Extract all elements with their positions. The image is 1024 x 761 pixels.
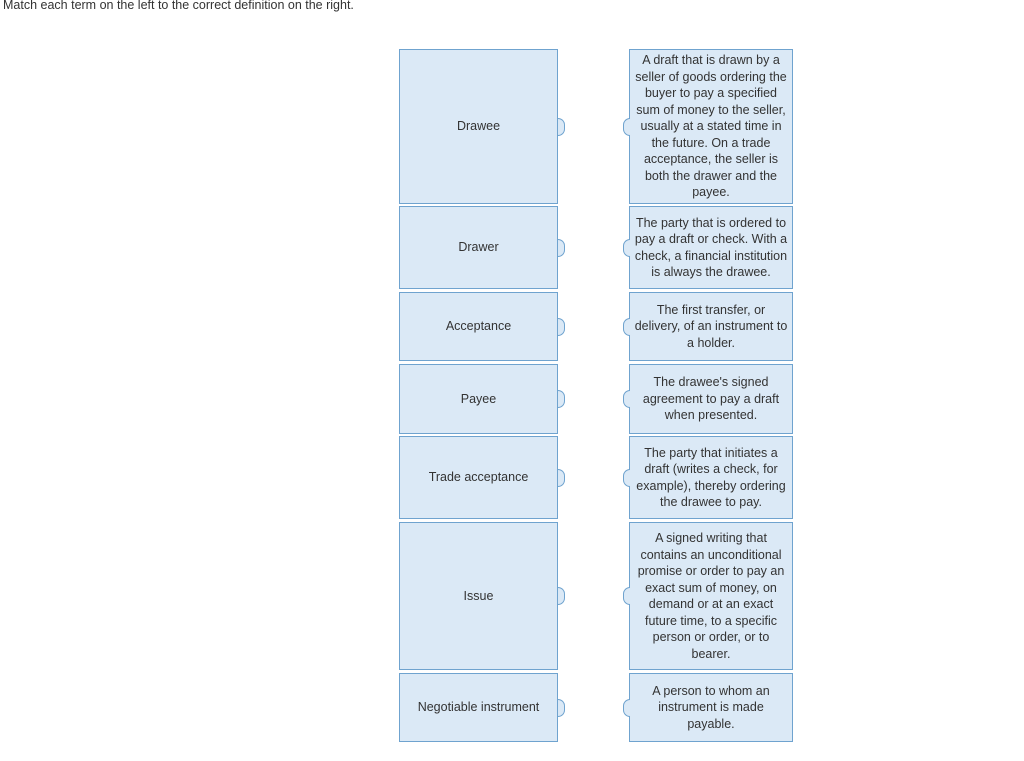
connector-notch [623, 317, 630, 336]
definition-card[interactable]: A draft that is drawn by a seller of goo… [623, 49, 793, 204]
term-label: Payee [460, 391, 497, 406]
term-label: Acceptance [445, 319, 512, 334]
connector-notch [623, 117, 630, 136]
connector-notch [623, 698, 630, 717]
term-label: Negotiable instrument [417, 700, 540, 715]
connector-notch [623, 468, 630, 487]
definition-text: A signed writing that contains an uncond… [637, 531, 785, 661]
definition-text: The party that is ordered to pay a draft… [634, 215, 788, 280]
connector-tab [558, 238, 565, 257]
definition-card[interactable]: A person to whom an instrument is made p… [623, 673, 793, 742]
definition-text: The first transfer, or delivery, of an i… [634, 302, 788, 350]
term-label: Trade acceptance [428, 470, 529, 485]
term-card[interactable]: Acceptance [399, 292, 565, 361]
definition-card[interactable]: A signed writing that contains an uncond… [623, 522, 793, 670]
term-card[interactable]: Drawee [399, 49, 565, 204]
definition-text: The party that initiates a draft (writes… [636, 445, 786, 510]
connector-notch [623, 587, 630, 605]
definition-card[interactable]: The party that is ordered to pay a draft… [623, 206, 793, 289]
definition-text: A person to whom an instrument is made p… [652, 683, 770, 731]
connector-tab [558, 317, 565, 336]
connector-tab [558, 390, 565, 408]
instruction-text: Match each term on the left to the corre… [3, 0, 354, 12]
connector-tab [558, 468, 565, 487]
connector-tab [558, 117, 565, 136]
term-card[interactable]: Payee [399, 364, 565, 434]
term-label: Drawer [458, 240, 499, 255]
definition-text: The drawee's signed agreement to pay a d… [642, 375, 780, 423]
connector-notch [623, 238, 630, 257]
term-card[interactable]: Drawer [399, 206, 565, 289]
term-card[interactable]: Negotiable instrument [399, 673, 565, 742]
connector-tab [558, 587, 565, 605]
connector-tab [558, 698, 565, 717]
term-card[interactable]: Issue [399, 522, 565, 670]
definition-card[interactable]: The party that initiates a draft (writes… [623, 436, 793, 519]
definition-text: A draft that is drawn by a seller of goo… [635, 53, 787, 200]
definition-card[interactable]: The drawee's signed agreement to pay a d… [623, 364, 793, 434]
connector-notch [623, 390, 630, 408]
term-label: Drawee [456, 119, 501, 134]
term-card[interactable]: Trade acceptance [399, 436, 565, 519]
term-label: Issue [463, 588, 494, 603]
definition-card[interactable]: The first transfer, or delivery, of an i… [623, 292, 793, 361]
